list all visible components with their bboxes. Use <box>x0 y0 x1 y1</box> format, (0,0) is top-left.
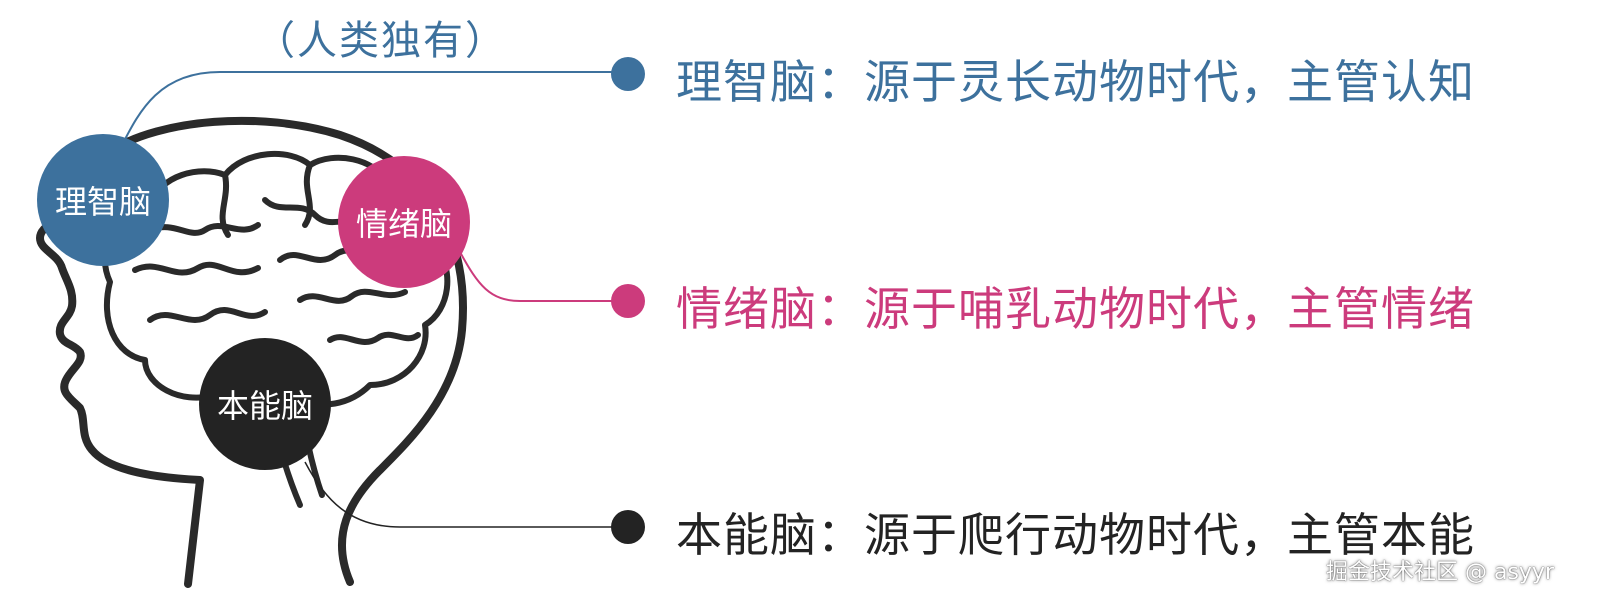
human-only-note: （人类独有） <box>255 18 507 64</box>
circle-emotional <box>338 156 470 288</box>
dot-instinct <box>611 510 645 544</box>
connector-emotional <box>459 251 628 302</box>
circle-instinct <box>199 338 331 470</box>
description-instinct: 本能脑：源于爬行动物时代，主管本能 <box>676 508 1475 562</box>
watermark: 掘金技术社区 @ asyyr <box>1325 560 1554 585</box>
description-rational: 理智脑：源于灵长动物时代，主管认知 <box>676 55 1475 109</box>
connector-rational <box>121 71 628 146</box>
dot-emotional <box>611 284 645 318</box>
circle-label-rational: 理智脑 <box>54 183 152 221</box>
head-silhouette-icon <box>36 116 467 588</box>
circle-label-emotional: 情绪脑 <box>355 205 453 243</box>
circle-rational <box>37 134 169 266</box>
connector-instinct <box>304 461 628 528</box>
description-emotional: 情绪脑：源于哺乳动物时代，主管情绪 <box>676 282 1475 336</box>
dot-rational <box>611 57 645 91</box>
circle-label-instinct: 本能脑 <box>216 387 314 425</box>
